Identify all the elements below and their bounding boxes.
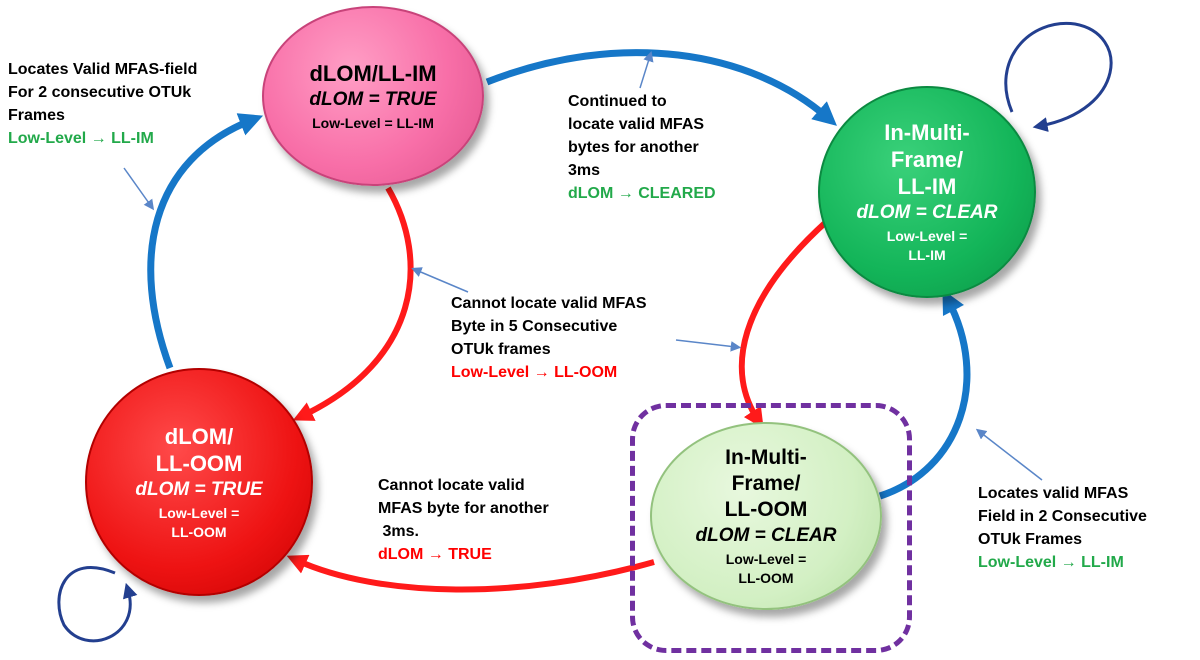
label-effect: Low-Level → LL-IM <box>8 130 154 147</box>
state-condition: dLOM = CLEAR <box>695 524 837 546</box>
state-condition: dLOM = TRUE <box>309 88 437 110</box>
arrow-timeout <box>286 554 655 593</box>
pointer-im-to-inframe <box>639 50 654 89</box>
arrow-oom-to-im <box>147 113 264 370</box>
pointer-regain <box>975 428 1043 481</box>
state-title-line: LL-OOM <box>155 450 243 476</box>
highlight-box <box>630 403 912 653</box>
label-line: Frames <box>8 107 65 124</box>
self-loop-in-multiframe-ll-im <box>1004 21 1113 132</box>
label-line: OTUk Frames <box>978 531 1083 548</box>
state-title-line: In-Multi- <box>884 120 970 145</box>
label-effect: Low-Level → LL-IM <box>978 554 1124 571</box>
label-line: 3ms <box>568 162 601 179</box>
label-timeout: Cannot locate valid MFAS byte for anothe… <box>378 474 549 566</box>
label-line: Cannot locate valid MFAS <box>451 295 647 312</box>
label-effect: dLOM → TRUE <box>378 546 492 563</box>
label-regain: Locates valid MFAS Field in 2 Consecutiv… <box>978 482 1147 574</box>
state-condition: dLOM = CLEAR <box>856 202 998 223</box>
label-line: Field in 2 Consecutive <box>978 508 1147 525</box>
label-line: locate valid MFAS <box>568 116 705 133</box>
label-im-to-inframe: Continued to locate valid MFAS bytes for… <box>568 90 716 205</box>
state-in-multiframe-ll-im: In-Multi- Frame/ LL-IM dLOM = CLEAR Low-… <box>818 86 1036 298</box>
state-level-line: Low-Level = <box>886 228 968 244</box>
state-lom-ll-oom: dLOM/ LL-OOM dLOM = TRUE Low-Level = LL-… <box>85 368 313 596</box>
state-title: dLOM/LL-IM <box>309 60 437 86</box>
label-line: Locates Valid MFAS-field <box>8 61 198 78</box>
label-effect: dLOM → CLEARED <box>568 185 716 202</box>
state-title-line: In-Multi- <box>725 445 807 469</box>
self-loop-lom-ll-oom <box>57 566 138 643</box>
state-level-line: LL-OOM <box>171 523 227 540</box>
label-line: Byte in 5 Consecutive <box>451 318 618 335</box>
state-title-line: LL-OOM <box>724 497 808 521</box>
label-line: For 2 consecutive OTUk <box>8 84 192 101</box>
label-effect: Low-Level → LL-OOM <box>451 364 618 381</box>
label-line: 3ms. <box>378 523 419 540</box>
label-line: bytes for another <box>568 139 699 156</box>
state-level-line: Low-Level = <box>725 550 807 567</box>
state-level: Low-Level = LL-IM <box>312 114 434 131</box>
state-in-multiframe-ll-oom: In-Multi- Frame/ LL-OOM dLOM = CLEAR Low… <box>650 422 882 610</box>
pointer-oom-to-im <box>123 167 155 211</box>
arrow-im-to-inframe <box>485 49 837 126</box>
state-level-line: LL-OOM <box>738 569 794 586</box>
state-condition: dLOM = TRUE <box>135 478 263 500</box>
label-lost-mfas: Cannot locate valid MFAS Byte in 5 Conse… <box>451 292 647 384</box>
label-line: Continued to <box>568 93 667 110</box>
state-title-line: dLOM/ <box>164 423 234 449</box>
arrow-lost-mfas <box>292 186 414 421</box>
pointer-lost-mfas-left <box>411 267 469 293</box>
state-lom-ll-im: dLOM/LL-IM dLOM = TRUE Low-Level = LL-IM <box>262 6 484 186</box>
label-oom-to-im: Locates Valid MFAS-field For 2 consecuti… <box>8 58 197 150</box>
state-title-line: Frame/ <box>890 147 964 172</box>
state-level-line: LL-IM <box>908 247 946 263</box>
arrow-inframe-lost-mfas <box>738 219 829 429</box>
label-line: OTUk frames <box>451 341 551 358</box>
label-line: MFAS byte for another <box>378 500 549 517</box>
label-line: Cannot locate valid <box>378 477 525 494</box>
state-level-line: Low-Level = <box>158 504 240 521</box>
pointer-lost-mfas-right <box>675 339 742 352</box>
label-line: Locates valid MFAS <box>978 485 1129 502</box>
state-title-line: LL-IM <box>897 174 957 199</box>
state-title-line: Frame/ <box>731 471 801 495</box>
